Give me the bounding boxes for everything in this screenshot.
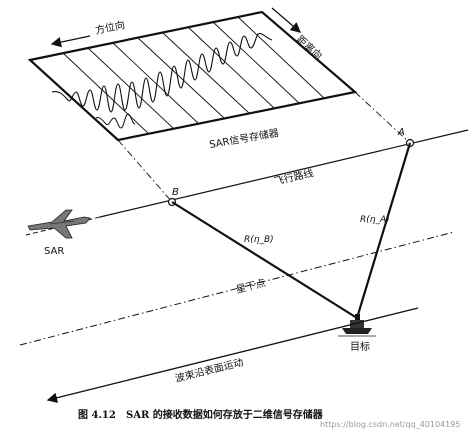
target-icon	[338, 314, 376, 337]
nadir-track	[19, 231, 455, 346]
range-arrow	[271, 7, 301, 33]
projection-lines	[117, 91, 411, 203]
flight-path	[25, 129, 469, 236]
watermark: https://blog.csdn.net/qq_40104195	[320, 420, 460, 429]
echo-waveform	[51, 33, 273, 113]
echo-waveform-lower	[95, 113, 136, 129]
beam-motion-arrow	[46, 307, 419, 403]
slant-range-a-line	[355, 142, 412, 319]
memory-range-lines	[62, 16, 325, 135]
point-b-label: B	[172, 187, 179, 198]
range-a-label: R(η_A)	[360, 215, 390, 225]
slant-range-b-line	[171, 201, 358, 319]
target-label: 目标	[350, 341, 370, 353]
point-a-label: A	[397, 127, 405, 138]
figure-caption: SAR 的接收数据如何存放于二维信号存储器	[126, 408, 324, 421]
nadir-label: 星下点	[235, 277, 267, 296]
azimuth-label: 方位向	[94, 18, 126, 37]
flight-path-label: 飞行路线	[273, 166, 315, 188]
sar-label: SAR	[44, 246, 64, 257]
memory-label: SAR信号存储器	[208, 126, 280, 151]
signal-memory-panel	[27, 10, 358, 142]
azimuth-arrow	[50, 35, 91, 48]
figure-number: 图 4.12	[78, 409, 116, 421]
aircraft-icon	[27, 209, 91, 239]
range-b-label: R(η_B)	[244, 235, 274, 245]
